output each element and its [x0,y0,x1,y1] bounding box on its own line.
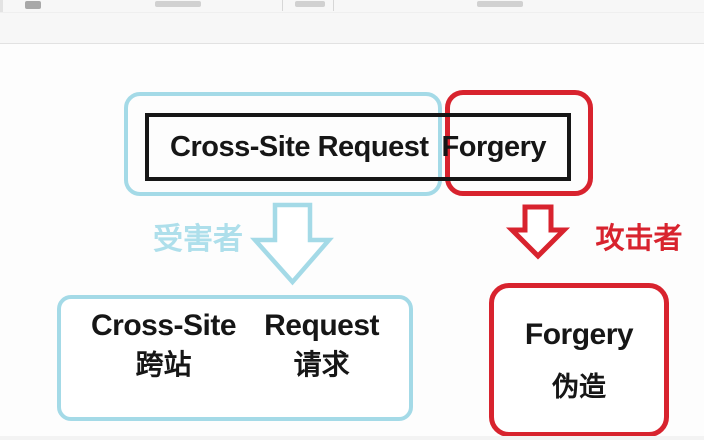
request-chinese: 请求 [293,349,350,380]
victim-label: 受害者 [153,223,243,256]
toolbar-divider [282,0,283,11]
forgery-highlight-frame [445,90,593,196]
forgery-chinese: 伪造 [552,372,606,402]
cross-site-chinese: 跨站 [135,349,192,380]
toolbar-button-fragment[interactable] [155,1,201,7]
forgery-english: Forgery [524,318,634,351]
request-english: Request [264,309,379,342]
toolbar-button-fragment[interactable] [295,1,325,7]
toolbar-divider [333,0,334,11]
toolbar-button-fragment[interactable] [25,1,41,9]
cross-site-request-translation-box: Cross-Site 跨站 Request 请求 [57,295,413,421]
toolbar-divider-line [0,12,704,13]
attacker-label: 攻击者 [595,223,683,255]
attacker-down-arrow-icon [505,204,571,260]
bottom-edge-strip [0,436,704,440]
title-forgery: Forgery [441,130,547,163]
request-column: Request 请求 [264,309,379,417]
title-cross-site-request: Cross-Site Request [170,130,429,163]
cross-site-english: Cross-Site [91,309,237,342]
csrf-title-box: Cross-Site Request Forgery [145,113,571,181]
csrf-diagram: Cross-Site Request Forgery 受害者 攻击者 Cross… [0,44,704,440]
cross-site-request-highlight-frame [124,92,442,196]
toolbar-edge-mark [0,0,3,12]
cross-site-column: Cross-Site 跨站 [91,309,237,417]
toolbar-button-fragment[interactable] [477,1,523,7]
victim-down-arrow-icon [249,202,334,286]
forgery-translation-box: Forgery 伪造 [489,283,669,437]
browser-toolbar [0,0,704,44]
